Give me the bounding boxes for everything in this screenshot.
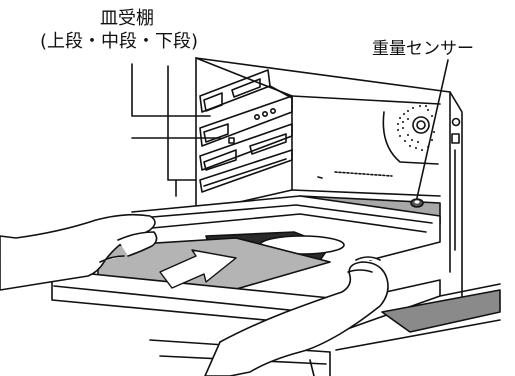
rack-wall bbox=[175, 57, 293, 213]
insert-arrow bbox=[159, 249, 237, 289]
right-hand bbox=[204, 256, 389, 376]
fan-vent bbox=[382, 105, 439, 165]
rack-upper bbox=[199, 69, 293, 113]
rack-label: 皿受棚 bbox=[100, 8, 154, 29]
oven-housing bbox=[195, 57, 463, 301]
rack-leader-lines bbox=[131, 63, 221, 181]
weight-sensor-label: 重量センサー bbox=[372, 39, 474, 59]
left-hand bbox=[0, 213, 158, 291]
weight-sensor bbox=[410, 59, 449, 208]
rack-positions-label: (上段・中段・下段) bbox=[40, 31, 199, 52]
rack-lower bbox=[199, 123, 293, 193]
